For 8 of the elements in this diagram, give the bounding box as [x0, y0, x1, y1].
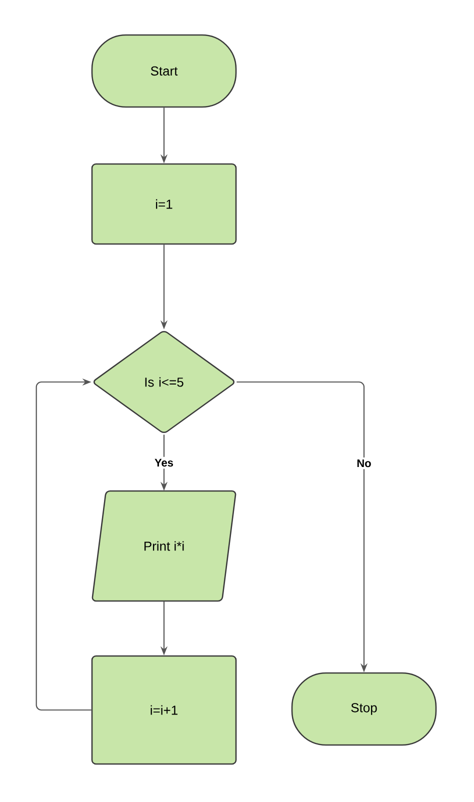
terminal-box: Start: [91, 34, 237, 108]
process-box: i=i+1: [91, 655, 237, 765]
terminal-box: Stop: [291, 672, 437, 746]
process-box: i=1: [91, 163, 237, 245]
arrow: [36, 378, 92, 711]
io-parallelogram: Print i*i: [92, 490, 236, 602]
edge-label: No: [354, 457, 374, 470]
edge-label: Yes: [152, 456, 176, 469]
